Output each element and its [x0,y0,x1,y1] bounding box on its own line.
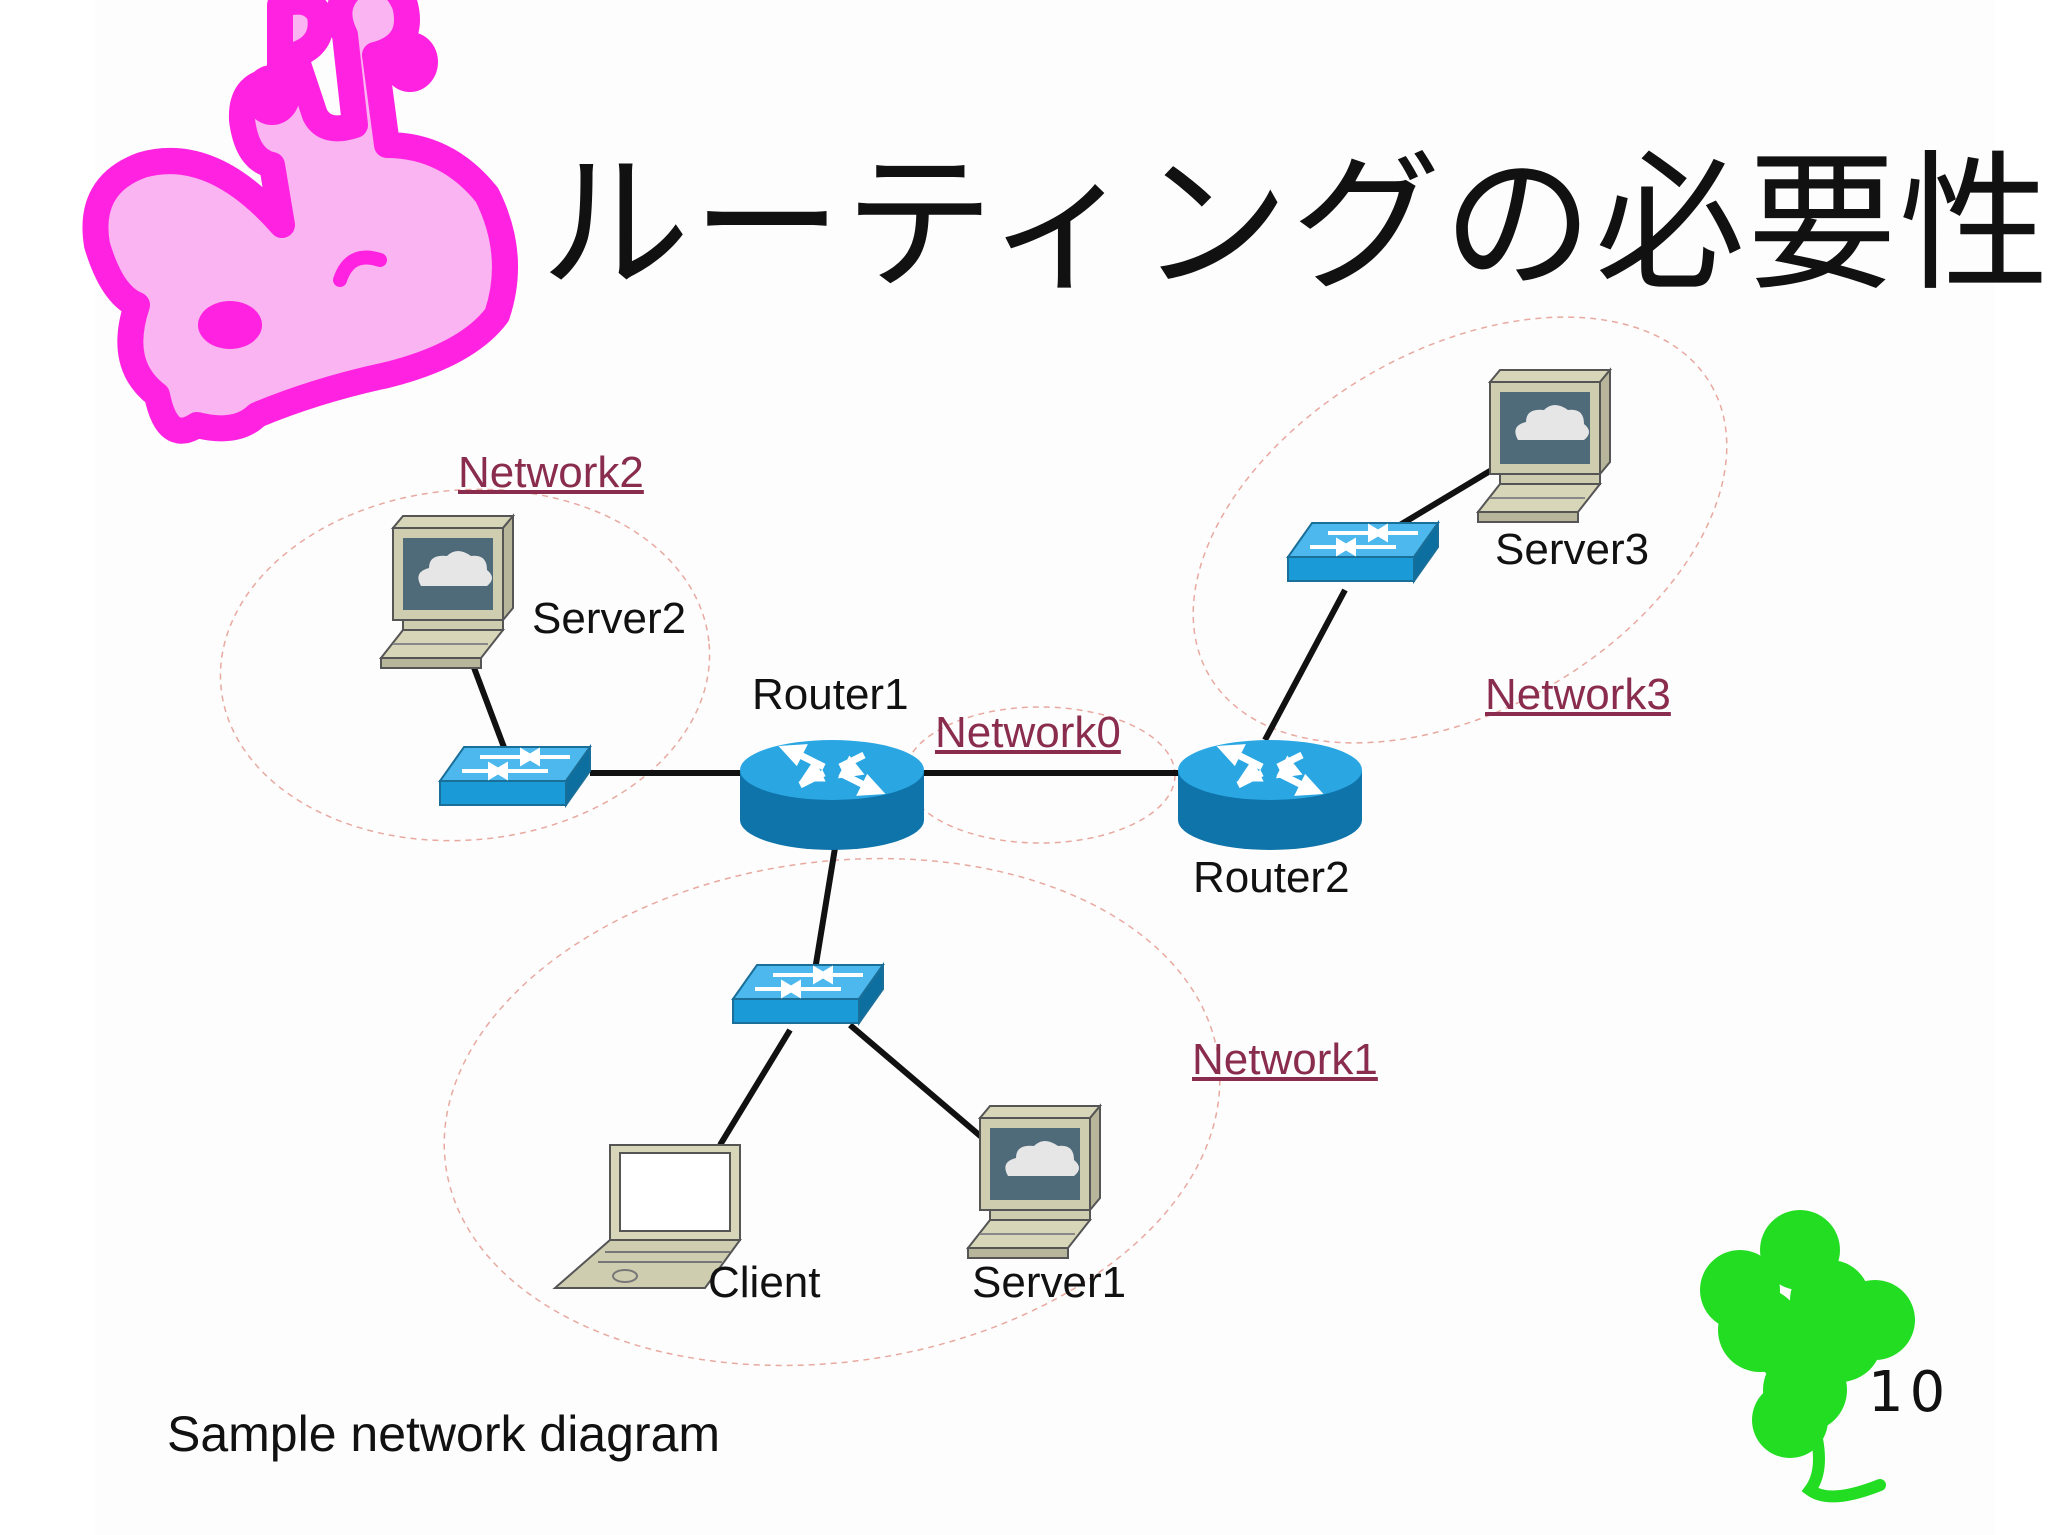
clover-logo [1700,1210,1915,1503]
switch-network3[interactable] [1286,521,1440,583]
client-laptop[interactable] [552,1144,742,1289]
router2-label: Router2 [1193,853,1350,902]
server1-label: Server1 [972,1258,1127,1307]
network2-boundary [219,488,711,842]
giraffe-logo [82,0,518,444]
link-router2-switch3 [1262,588,1348,742]
server2-computer[interactable] [380,515,514,669]
router1-device[interactable] [740,740,924,850]
client-label: Client [708,1258,821,1307]
link-switch1-client [717,1028,793,1147]
router2-device[interactable] [1178,740,1362,850]
network2-link[interactable]: Network2 [458,448,644,497]
link-server2-switch2 [470,663,508,752]
switch-network1[interactable] [731,963,885,1025]
page-number: 10 [1868,1360,1952,1425]
server3-label: Server3 [1495,525,1650,574]
router1-label: Router1 [752,670,909,719]
server2-label: Server2 [532,594,687,643]
server3-computer[interactable] [1477,369,1611,523]
network3-boundary [1192,316,1728,744]
switch-network2[interactable] [438,745,592,807]
slide-title: ルーティングの必要性 [540,138,2048,312]
server1-computer[interactable] [967,1105,1101,1259]
network1-boundary [443,857,1221,1367]
network0-link[interactable]: Network0 [935,708,1121,757]
link-router1-switch1 [812,847,838,971]
link-switch1-server1 [848,1022,987,1143]
link-switch3-server3 [1398,462,1502,528]
network1-link[interactable]: Network1 [1192,1035,1378,1084]
network3-link[interactable]: Network3 [1485,670,1671,719]
slide-caption: Sample network diagram [167,1406,721,1462]
